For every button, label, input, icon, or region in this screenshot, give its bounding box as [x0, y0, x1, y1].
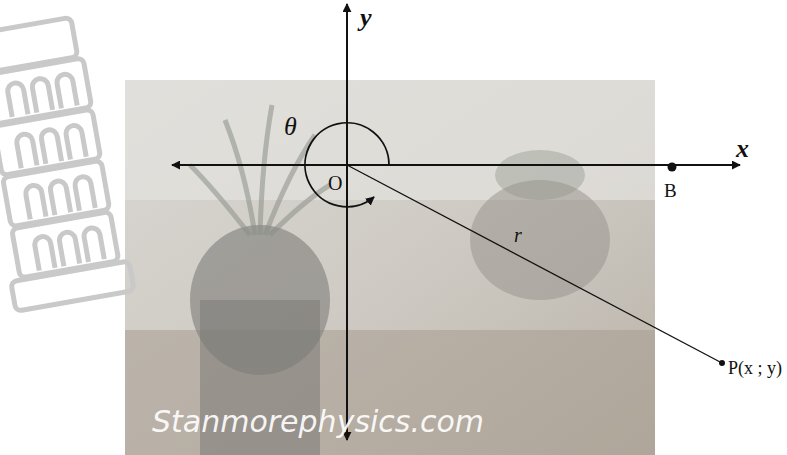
origin-label: O — [328, 172, 342, 195]
y-axis — [346, 4, 348, 440]
angle-label: θ — [284, 112, 297, 142]
point-p — [719, 360, 725, 366]
radius-line — [347, 165, 722, 363]
x-axis — [172, 164, 740, 166]
background-photo — [125, 80, 655, 455]
angle-arc — [305, 123, 389, 207]
tower-icon — [0, 15, 134, 312]
watermark: Stanmorephysics.com — [152, 404, 484, 439]
point-b — [668, 163, 677, 172]
axis-label: x — [736, 134, 749, 164]
axis-label: y — [360, 3, 372, 33]
point-label: B — [664, 180, 677, 202]
point-label: P(x ; y) — [728, 358, 782, 379]
radius-label: r — [514, 224, 522, 247]
